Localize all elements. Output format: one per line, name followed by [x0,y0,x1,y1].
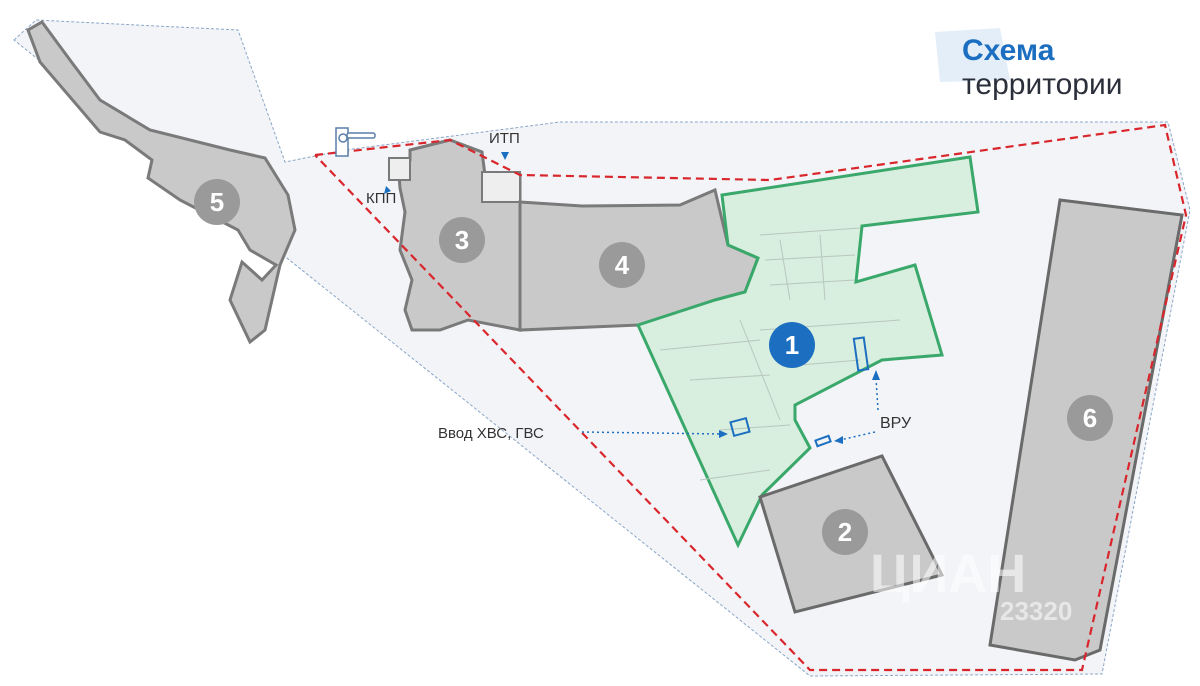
building-1-floorplan [659,227,901,481]
building-5 [26,20,297,345]
pointer-lines [581,377,879,441]
lease-boundary [314,123,1188,672]
watermark-code: 23320 [1000,596,1072,626]
watermark: ЦИАН 23320 [870,544,1072,626]
watermark-text: ЦИАН [870,544,1026,604]
water-input-label: Ввод ХВС, ГВС [438,425,544,442]
building-number-3: 3 [455,225,469,255]
title-line-2: территории [962,68,1123,101]
vru-equipment [852,336,870,372]
itp-label: ИТП [489,130,520,147]
barrier-icon [335,127,376,157]
page-title: Схема территории [962,34,1123,102]
vru-label: ВРУ [880,415,912,432]
building-number-1: 1 [785,330,799,360]
water-input-equipment [729,416,751,438]
kpp-building [388,157,411,181]
title-backdrop [935,28,1010,82]
vru-panel [814,434,832,448]
badges: 5 3 4 1 2 6 [194,179,1113,555]
building-number-4: 4 [615,250,630,280]
kpp-label: КПП [366,190,397,207]
title-line-1: Схема [962,34,1055,67]
building-number-2: 2 [838,517,852,547]
itp-building [481,171,521,203]
building-number-5: 5 [210,187,224,217]
building-number-6: 6 [1083,403,1097,433]
arrow-icons [384,152,880,444]
